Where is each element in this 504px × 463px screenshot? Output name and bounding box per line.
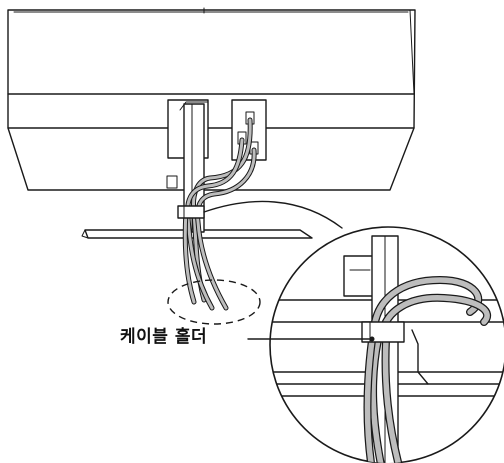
zoom-detail bbox=[269, 226, 504, 463]
monitor-upper-panel bbox=[7, 9, 416, 129]
cables-small bbox=[182, 117, 257, 311]
highlight-ellipse bbox=[167, 279, 261, 325]
cable-holder-small bbox=[177, 205, 205, 219]
monitor-back bbox=[7, 7, 416, 191]
cable-holder-clip bbox=[177, 205, 205, 219]
stand-tab bbox=[166, 175, 178, 189]
callout-dot bbox=[369, 336, 375, 342]
cable-holder-label: 케이블 홀더 bbox=[120, 327, 208, 347]
monitor-lower-body bbox=[7, 127, 415, 191]
zoom-leader-line bbox=[203, 200, 343, 229]
